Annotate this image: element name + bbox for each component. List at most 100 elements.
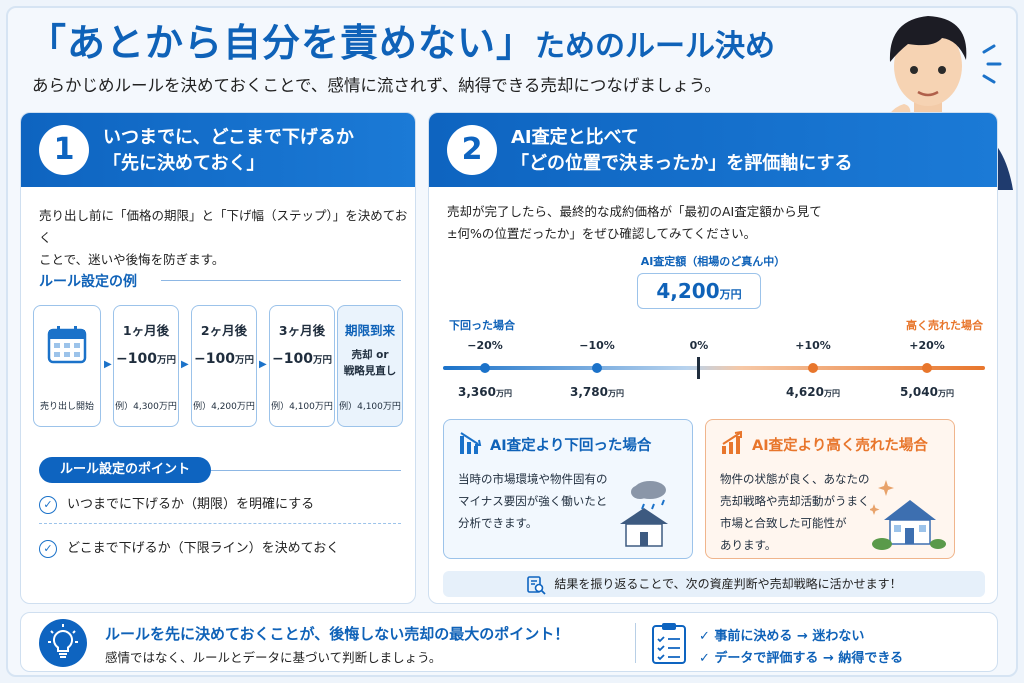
step-deadline-mid-line2: 戦略見直し [343,365,397,377]
example-divider [161,280,401,281]
panel1-description: 売り出し前に「価格の期限」と「下げ幅（ステップ）」を決めておく ことで、迷いや後… [39,205,409,271]
panel1-heading-line2: 「先に決めておく」 [103,153,265,174]
result-low-title: AI査定より下回った場合 [490,438,652,454]
result-low-line2: マイナス要因が強く働いたと [458,494,608,508]
panel1-number: 1 [39,125,89,175]
review-text: 結果を振り返ることで、次の資産判断や売却戦略に活かせます！ [554,577,902,591]
tick-minus10: −10% [579,339,615,352]
sparkle-icon [878,480,894,496]
value-plus10-unit: 万円 [823,389,840,398]
ai-value-unit: 万円 [719,288,742,301]
title-sub: ためのルール決め [535,29,776,64]
tick-minus20: −20% [467,339,503,352]
footer-sub-text: 感情ではなく、ルールとデータに基づいて判断しましょう。 [105,650,442,665]
point-text-floor: どこまで下げるか（下限ライン）を決めておく [67,541,340,556]
step-month2-mid: −100万円 [192,351,256,367]
step-month1-mid: −100万円 [114,351,178,367]
result-high-line1: 物件の状態が良く、あなたの [720,472,870,486]
footer-item-evaluate-text: データで評価する → 納得できる [714,651,904,666]
search-document-icon [527,575,547,595]
point-item-floor: ✓どこまで下げるか（下限ライン）を決めておく [39,537,339,558]
points-label: ルール設定のポイント [39,457,211,483]
value-minus20-unit: 万円 [495,389,512,398]
check-icon: ✓ [39,495,57,514]
clipboard-icon [652,623,686,664]
value-minus20-num: 3,360 [458,385,496,399]
step-arrow: ▶ [104,359,112,370]
step-deadline-example: 例）4,100万円 [339,402,401,412]
step-month1-unit: 万円 [156,355,176,366]
panel2-header: 2 AI査定と比べて 「どの位置で決まったか」を評価軸にする [429,113,997,187]
panel1-header: 1 いつまでに、どこまで下げるか 「先に決めておく」 [21,113,415,187]
value-minus10-num: 3,780 [570,385,608,399]
step-month3-mid: −100万円 [270,351,334,367]
point-text-deadline: いつまでに下げるか（期限）を明確にする [67,497,315,512]
panel2-heading: AI査定と比べて 「どの位置で決まったか」を評価軸にする [511,125,852,177]
check-icon: ✓ [699,629,715,644]
panel2-description: 売却が完了したら、最終的な成約価格が「最初のAI査定額から見て ±何%の位置だっ… [447,201,987,245]
page-title: 「あとから自分を責めない」ためのルール決め [28,12,775,67]
chart-down-icon [460,432,482,454]
step-month1-amount: −100 [116,351,157,367]
result-low-line1: 当時の市場環境や物件固有の [458,472,608,486]
value-plus10-num: 4,620 [786,385,824,399]
point-item-deadline: ✓ いつまでに下げるか（期限）を明確にする [39,493,314,514]
value-minus10-unit: 万円 [607,389,624,398]
result-box-high: AI査定より高く売れた場合 物件の状態が良く、あなたの 売却戦略や売却活動がうま… [705,419,955,559]
panel1-desc-line1: 売り出し前に「価格の期限」と「下げ幅（ステップ）」を決めておく [39,208,408,245]
step-arrow: ▶ [181,359,189,370]
step-deadline: 期限到来 売却 or 戦略見直し 例）4,100万円 [337,305,403,427]
result-high-line3: 市場と合致した可能性が [720,516,847,530]
step-month2-amount: −100 [194,351,235,367]
panel-ai-evaluation: 2 AI査定と比べて 「どの位置で決まったか」を評価軸にする 売却が完了したら、… [428,112,998,604]
step-month2: 2ヶ月後 −100万円 例）4,200万円 [191,305,257,427]
points-divider [211,470,401,471]
tick-zero: 0% [689,339,709,352]
house-icon [884,500,936,545]
step-month3-unit: 万円 [312,355,332,366]
marker-minus10 [592,363,602,373]
value-plus20-unit: 万円 [937,389,954,398]
step-month2-example: 例）4,200万円 [193,402,255,412]
result-low-text: 当時の市場環境や物件固有の マイナス要因が強く働いたと 分析できます。 [458,468,618,534]
footer-main-text: ルールを先に決めておくことが、後悔しない売却の最大のポイント！ [105,625,570,643]
value-minus20: 3,360万円 [458,385,512,399]
step-start-label: 売り出し開始 [39,402,94,412]
page-subtitle: あらかじめルールを決めておくことで、感情に流されず、納得できる売却につなげましょ… [32,76,721,95]
panel2-desc-line1: 売却が完了したら、最終的な成約価格が「最初のAI査定額から見て [447,204,822,219]
step-month1-top: 1ヶ月後 [122,323,170,338]
step-deadline-top: 期限到来 [344,323,395,338]
marker-plus20 [922,363,932,373]
marker-minus20 [480,363,490,373]
value-minus10: 3,780万円 [570,385,624,399]
calendar-icon [47,326,87,364]
ai-value-box: 4,200万円 [637,273,761,309]
step-month3-amount: −100 [272,351,313,367]
lightbulb-icon [39,619,87,667]
step-month2-unit: 万円 [234,355,254,366]
chart-up-icon [722,430,742,454]
result-low-line3: 分析できます。 [458,516,538,530]
step-arrow: ▶ [259,359,267,370]
panel2-heading-line2: 「どの位置で決まったか」を評価軸にする [511,153,853,174]
step-start: 売り出し開始 [33,305,101,427]
result-high-line2: 売却戦略や売却活動がうまく [720,494,870,508]
footer-item-evaluate: ✓ データで評価する → 納得できる [699,647,903,666]
high-note: 高く売れた場合 [906,319,983,332]
value-plus20-num: 5,040 [900,385,938,399]
tick-plus10: +10% [795,339,831,352]
panel1-heading: いつまでに、どこまで下げるか 「先に決めておく」 [103,125,354,177]
step-deadline-mid: 売却 or 戦略見直し [338,347,402,379]
panel2-desc-line2: ±何%の位置だったか」をぜひ確認してみてください。 [447,226,757,241]
check-icon: ✓ [699,651,715,666]
panel1-heading-line1: いつまでに、どこまで下げるか [103,127,354,148]
panel2-number: 2 [447,125,497,175]
value-plus20: 5,040万円 [900,385,954,399]
marker-plus10 [808,363,818,373]
house-sparkle-illustration [870,480,946,550]
footer-divider [635,623,636,663]
result-high-text: 物件の状態が良く、あなたの 売却戦略や売却活動がうまく 市場と合致した可能性が … [720,468,880,556]
footer-item-decide: ✓ 事前に決める → 迷わない [699,625,864,644]
points-separator [39,523,401,524]
low-note: 下回った場合 [449,319,515,332]
